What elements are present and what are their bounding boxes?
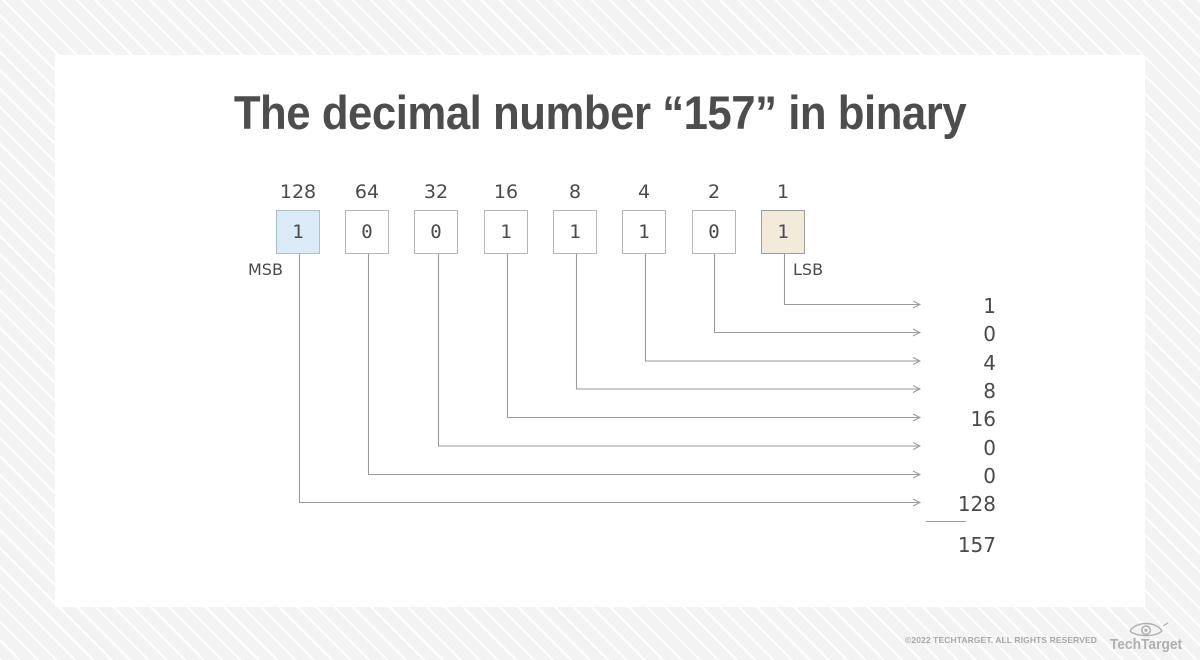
page-title: The decimal number “157” in binary bbox=[233, 86, 967, 139]
footer: ©2022 TECHTARGET. ALL RIGHTS RESERVED Te… bbox=[0, 612, 1200, 660]
diagram-card: The decimal number “157” in binary bbox=[55, 55, 1145, 607]
techtarget-logo: TechTarget bbox=[1100, 616, 1192, 656]
copyright-text: ©2022 TECHTARGET. ALL RIGHTS RESERVED bbox=[905, 635, 1097, 645]
logo-wordmark: TechTarget bbox=[1109, 636, 1183, 653]
eye-icon bbox=[1129, 622, 1169, 637]
